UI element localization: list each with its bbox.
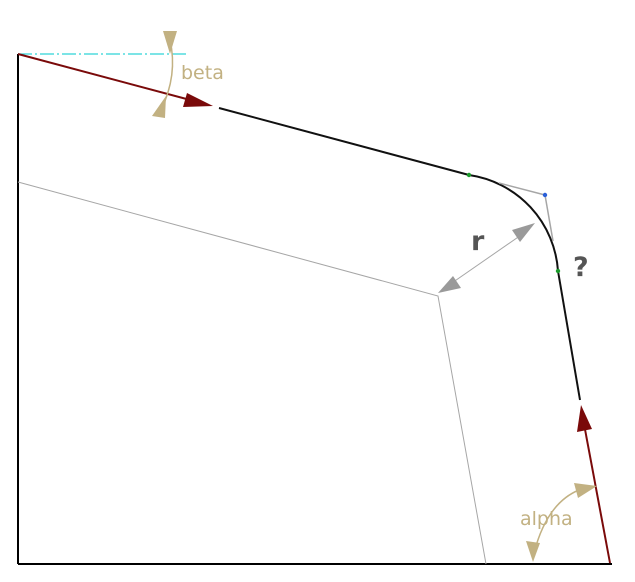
outgoing-vector-arrowhead-icon bbox=[577, 405, 592, 432]
tangent-construction-line-top bbox=[498, 182, 546, 196]
fillet-path-right-segment bbox=[557, 270, 581, 401]
inner-offset-path bbox=[17, 181, 487, 565]
corner-point bbox=[542, 192, 548, 198]
incoming-vector-line bbox=[17, 53, 195, 102]
incoming-vector-arrowhead-icon bbox=[183, 93, 213, 107]
radius-arrowhead-inner-icon bbox=[438, 276, 461, 293]
beta-label: beta bbox=[181, 62, 224, 84]
beta-arrowhead-top-icon bbox=[163, 31, 177, 54]
alpha-arrowhead-right-icon bbox=[574, 483, 597, 498]
tangent-point-top bbox=[466, 172, 472, 178]
alpha-label: alpha bbox=[520, 508, 573, 530]
beta-arrowhead-bottom-icon bbox=[152, 96, 166, 118]
radius-dimension-line bbox=[448, 232, 525, 286]
outgoing-vector-line bbox=[583, 423, 611, 564]
tangent-point-right bbox=[555, 268, 561, 274]
unknown-label: ? bbox=[573, 252, 589, 283]
radius-arrowhead-outer-icon bbox=[512, 223, 535, 242]
alpha-arrowhead-bottom-icon bbox=[526, 541, 540, 562]
fillet-arc bbox=[468, 174, 559, 272]
radius-label: r bbox=[471, 226, 485, 257]
tangent-construction-line-right bbox=[544, 194, 554, 242]
fillet-path-top-segment bbox=[218, 107, 470, 176]
